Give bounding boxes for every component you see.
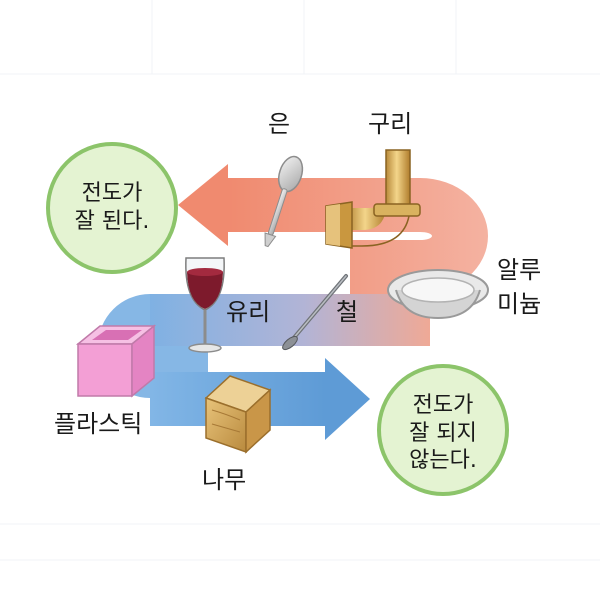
label-aluminum-line2: 미늄 (497, 290, 542, 318)
spoon-icon (264, 155, 304, 248)
good-conduction-text: 전도가 잘 된다. (62, 180, 162, 235)
poor-conduction-text: 전도가 잘 되지 않는다. (393, 392, 493, 475)
label-silver: 은 (268, 110, 291, 138)
wood-block-icon (204, 375, 272, 454)
copper-pipe-icon (325, 149, 421, 249)
label-iron: 철 (336, 298, 359, 326)
label-wood: 나무 (202, 466, 247, 494)
poor-conduction-line2: 잘 되지 (409, 420, 477, 446)
plastic-box-icon (75, 324, 157, 398)
poor-conduction-line1: 전도가 (412, 393, 474, 418)
aluminum-dish-icon (387, 269, 489, 320)
good-conduction-arrow (178, 164, 488, 294)
good-conduction-bubble (46, 142, 178, 274)
good-conduction-line2: 잘 된다. (74, 208, 150, 234)
good-conduction-line1: 전도가 (81, 181, 143, 206)
poor-conduction-bubble (377, 364, 509, 496)
iron-nail-icon (282, 274, 348, 351)
label-plastic: 플라스틱 (54, 410, 143, 438)
label-glass: 유리 (226, 298, 271, 326)
background-grid (0, 0, 600, 561)
label-aluminum-line1: 알루 (497, 256, 542, 284)
poor-conduction-line3: 않는다. (409, 448, 477, 473)
wine-glass-icon (185, 257, 225, 353)
label-copper: 구리 (368, 110, 413, 138)
